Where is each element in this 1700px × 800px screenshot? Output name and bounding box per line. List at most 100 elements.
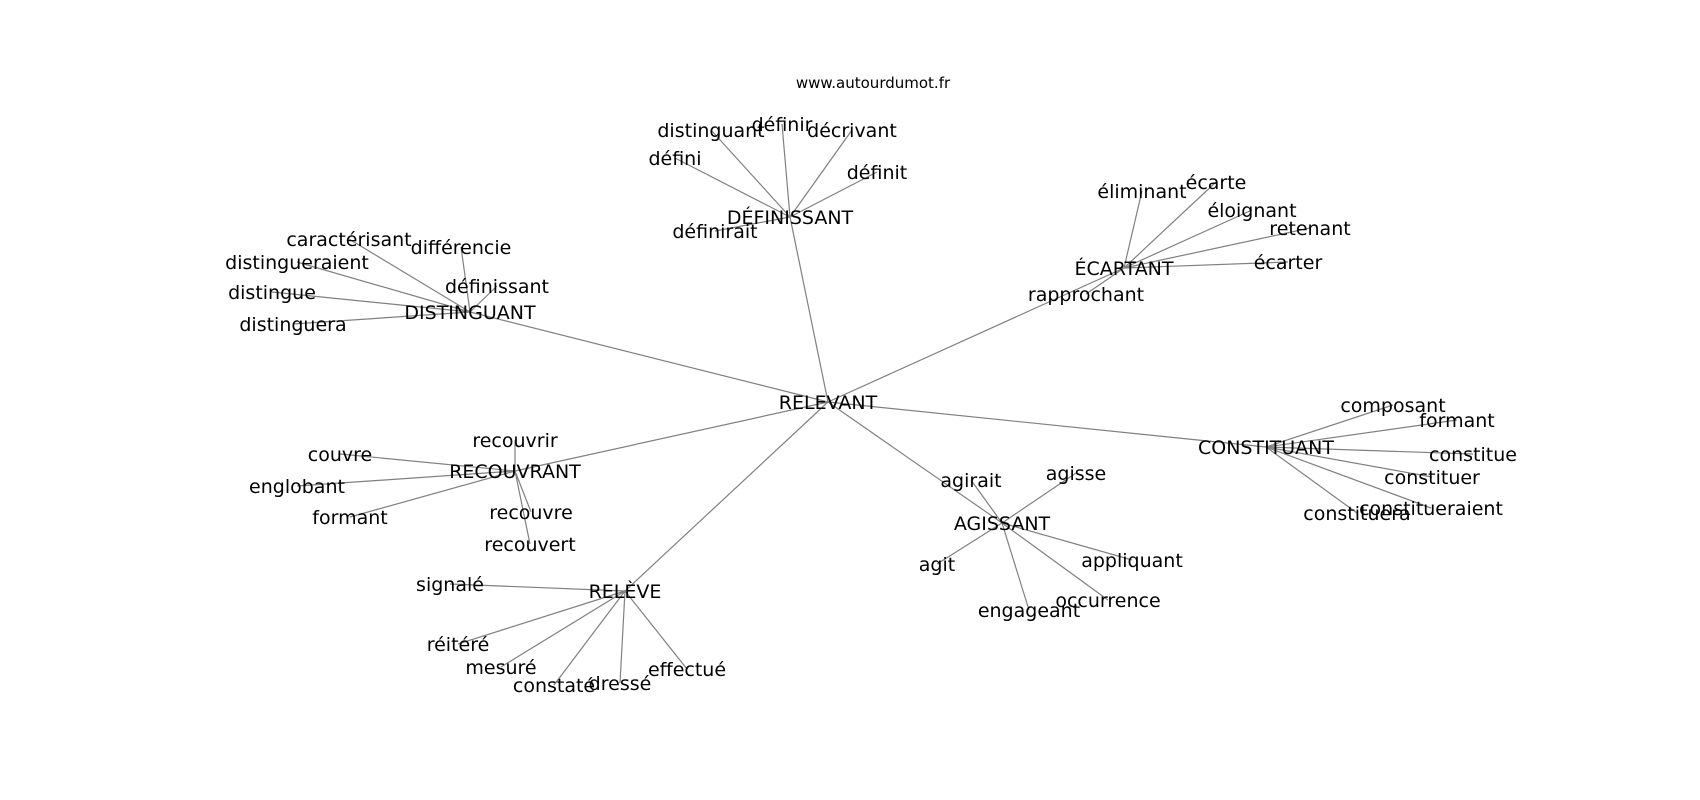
edges [271, 123, 1474, 686]
edge-releve-0 [449, 583, 626, 592]
edge-ecartant-4 [1123, 261, 1289, 269]
hub-word-agissant[interactable]: AGISSANT [954, 513, 1051, 535]
leaf-word-distinguant-4[interactable]: distingue [228, 282, 316, 304]
leaf-word-agissant-5[interactable]: engageant [978, 600, 1080, 622]
edge-ecartant-5 [1085, 267, 1125, 295]
edge-recouvrant-3 [349, 470, 516, 518]
edge-releve-4 [619, 590, 626, 684]
edge-definissant-3 [674, 157, 791, 218]
leaf-word-ecartant-5[interactable]: rapprochant [1028, 284, 1144, 306]
leaf-word-ecartant-3[interactable]: retenant [1269, 218, 1350, 240]
edge-recouvrant-2 [296, 470, 516, 487]
leaf-word-releve-1[interactable]: réitéré [427, 634, 490, 656]
edge-definissant-4 [789, 171, 878, 218]
leaf-word-distinguant-5[interactable]: distinguera [239, 314, 346, 336]
edge-agissant-5 [1001, 522, 1030, 611]
leaf-word-ecartant-0[interactable]: éliminant [1097, 181, 1186, 203]
edge-root-distinguant [469, 311, 829, 403]
leaf-word-constituant-0[interactable]: composant [1340, 395, 1445, 417]
edge-ecartant-1 [1123, 181, 1217, 269]
hub-word-ecartant[interactable]: ÉCARTANT [1074, 257, 1173, 280]
edge-releve-1 [457, 590, 626, 645]
leaf-word-constituant-3[interactable]: constituer [1384, 467, 1480, 489]
leaf-word-definissant-0[interactable]: distinguant [657, 120, 764, 142]
edge-root-releve [624, 401, 829, 592]
leaf-word-agissant-0[interactable]: agirait [940, 470, 1001, 492]
leaf-word-ecartant-1[interactable]: écarte [1186, 172, 1247, 194]
leaf-word-releve-0[interactable]: signalé [416, 574, 484, 596]
leaf-word-definissant-2[interactable]: décrivant [807, 120, 897, 142]
edge-agissant-1 [1001, 472, 1077, 524]
edge-definissant-2 [789, 129, 853, 218]
leaf-word-releve-2[interactable]: mesuré [465, 657, 536, 679]
hub-word-distinguant[interactable]: DISTINGUANT [404, 302, 536, 324]
edge-ecartant-3 [1123, 227, 1311, 269]
edge-root-agissant [827, 401, 1003, 524]
leaf-word-ecartant-4[interactable]: écarter [1254, 252, 1323, 274]
edge-root-recouvrant [514, 401, 829, 472]
labels: RELEVANT DÉFINISSANT distinguantdéfinirdéc… [225, 114, 1517, 697]
edge-constituant-4 [1265, 446, 1432, 509]
leaf-word-recouvrant-2[interactable]: englobant [249, 476, 345, 498]
leaf-word-agissant-2[interactable]: agit [919, 554, 955, 576]
edge-distinguant-1 [460, 246, 471, 313]
leaf-word-distinguant-3[interactable]: définissant [445, 276, 549, 298]
leaf-word-constituant-2[interactable]: constitue [1429, 444, 1517, 466]
leaf-word-recouvrant-0[interactable]: recouvrir [472, 430, 558, 452]
leaf-word-definissant-3[interactable]: défini [648, 148, 701, 170]
edge-recouvrant-1 [339, 453, 516, 472]
edge-releve-2 [500, 590, 626, 668]
edge-constituant-1 [1265, 419, 1458, 448]
leaf-word-recouvrant-4[interactable]: recouvre [489, 502, 573, 524]
leaf-word-releve-5[interactable]: effectué [648, 659, 726, 681]
edge-recouvrant-5 [514, 470, 531, 545]
leaf-word-distinguant-0[interactable]: caractérisant [286, 229, 411, 251]
edge-distinguant-2 [296, 261, 471, 313]
edge-releve-3 [553, 590, 626, 686]
leaf-word-releve-3[interactable]: constaté [513, 675, 595, 697]
edge-ecartant-0 [1123, 190, 1143, 269]
leaf-word-ecartant-2[interactable]: éloignant [1207, 200, 1296, 222]
edge-constituant-2 [1265, 446, 1474, 455]
edge-agissant-3 [1001, 522, 1133, 561]
edge-distinguant-0 [348, 238, 471, 313]
leaf-word-recouvrant-1[interactable]: couvre [308, 444, 372, 466]
leaf-word-definissant-4[interactable]: définit [847, 162, 908, 184]
leaf-word-distinguant-1[interactable]: différencie [411, 237, 512, 259]
edge-distinguant-5 [292, 311, 471, 325]
edge-distinguant-3 [469, 285, 498, 313]
edge-agissant-2 [936, 522, 1003, 565]
hub-word-constituant[interactable]: CONSTITUANT [1198, 437, 1334, 459]
edge-root-definissant [789, 216, 829, 403]
leaf-word-distinguant-2[interactable]: distingueraient [225, 252, 369, 274]
hub-word-recouvrant[interactable]: RECOUVRANT [449, 461, 581, 483]
root-word-relevant[interactable]: RELEVANT [779, 392, 878, 414]
leaf-word-recouvrant-3[interactable]: formant [312, 507, 387, 529]
edge-recouvrant-4 [514, 470, 532, 513]
leaf-word-agissant-1[interactable]: agisse [1046, 463, 1106, 485]
leaf-word-definissant-1[interactable]: définir [752, 114, 813, 136]
edge-constituant-0 [1265, 404, 1394, 448]
leaf-word-definissant-5[interactable]: définirait [672, 221, 757, 243]
leaf-word-agissant-4[interactable]: occurrence [1055, 590, 1160, 612]
leaf-word-agissant-3[interactable]: appliquant [1081, 550, 1183, 572]
edge-agissant-0 [970, 479, 1003, 524]
edge-constituant-3 [1265, 446, 1433, 478]
leaf-word-constituant-1[interactable]: formant [1419, 410, 1494, 432]
edge-root-ecartant [827, 267, 1125, 403]
edge-agissant-4 [1001, 522, 1109, 601]
hub-word-releve[interactable]: RELÈVE [589, 580, 662, 603]
leaf-word-constituant-5[interactable]: constituera [1303, 503, 1410, 525]
hub-word-definissant[interactable]: DÉFINISSANT [727, 206, 854, 229]
leaf-word-constituant-4[interactable]: constitueraient [1359, 498, 1503, 520]
edge-definissant-0 [710, 129, 791, 218]
edge-root-constituant [827, 401, 1267, 448]
edge-distinguant-4 [271, 291, 471, 313]
edge-definissant-5 [714, 216, 791, 232]
edge-constituant-5 [1265, 446, 1358, 514]
leaf-word-releve-4[interactable]: dressé [589, 673, 652, 695]
site-watermark: www.autourdumot.fr [796, 74, 951, 92]
leaf-word-recouvrant-5[interactable]: recouvert [484, 534, 575, 556]
edge-definissant-1 [781, 123, 791, 218]
